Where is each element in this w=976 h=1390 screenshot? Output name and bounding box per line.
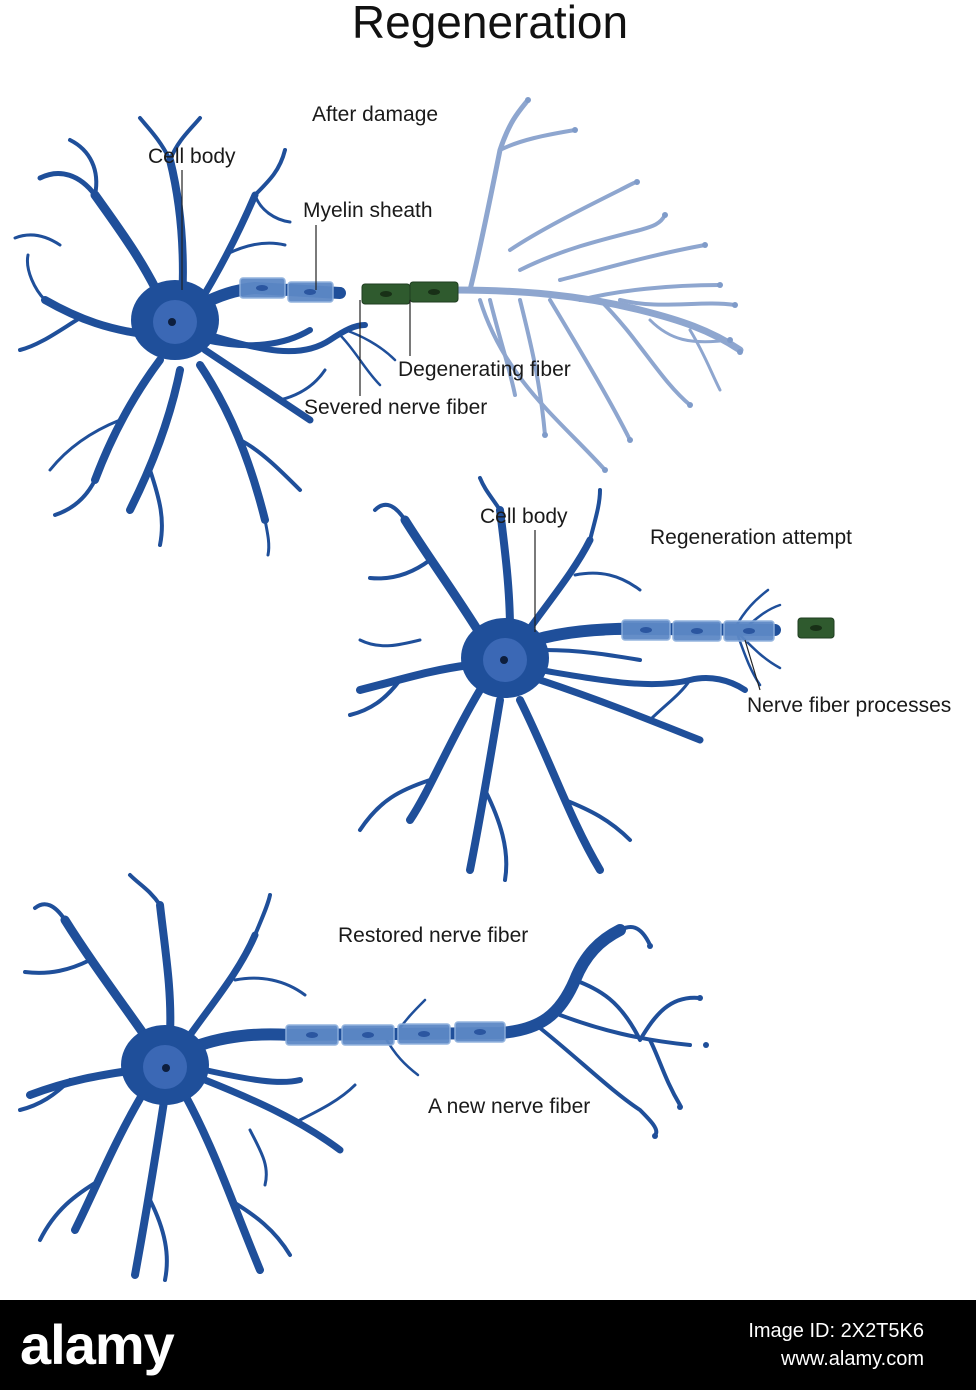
degenerated-distal-fiber [451, 97, 744, 472]
label-restored-nerve-fiber: Restored nerve fiber [338, 924, 528, 947]
watermark-bar: alamy Image ID: 2X2T5K6 www.alamy.com [0, 1300, 976, 1390]
degenerated-tips [525, 97, 743, 473]
label-severed-nerve-fiber: Severed nerve fiber [304, 396, 487, 419]
dendrites-bottom [18, 873, 357, 1282]
restored-terminals [383, 925, 702, 1137]
regeneration-diagram: Regeneration [13, 0, 951, 1282]
nucleolus-bottom [162, 1064, 170, 1072]
leader-processes [744, 639, 761, 691]
label-degenerating-fiber: Degenerating fiber [398, 358, 571, 381]
severed-fiber-branch [207, 322, 368, 355]
alamy-logo: alamy [20, 1313, 175, 1376]
restored-tips [647, 943, 709, 1139]
watermark-url: www.alamy.com [781, 1348, 924, 1370]
label-after-damage: After damage [312, 103, 438, 126]
myelin-nucleus [256, 285, 268, 291]
label-cell-body-middle: Cell body [480, 505, 568, 528]
label-regeneration-attempt: Regeneration attempt [650, 526, 852, 549]
label-nerve-fiber-processes: Nerve fiber processes [747, 694, 951, 717]
image-id: Image ID: 2X2T5K6 [748, 1320, 924, 1342]
restored-axon [194, 924, 626, 1051]
diagram-title: Regeneration [352, 0, 628, 48]
label-myelin-sheath: Myelin sheath [303, 199, 433, 222]
label-new-nerve-fiber: A new nerve fiber [428, 1095, 590, 1118]
degenerating-myelin [361, 281, 459, 305]
myelin-nucleus [304, 289, 316, 295]
nucleolus-middle [500, 656, 508, 664]
neuron-after-damage [13, 116, 397, 557]
nucleolus-top [168, 318, 176, 326]
neuron-restored [18, 873, 709, 1282]
neuron-regeneration-attempt [348, 476, 835, 882]
label-cell-body-top: Cell body [148, 145, 236, 168]
severed-fiber-twig [343, 328, 397, 362]
